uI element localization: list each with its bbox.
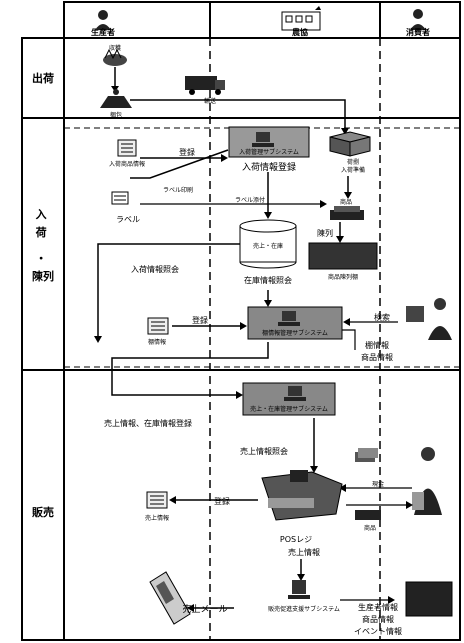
arrow-shelf-info [342,330,355,350]
header-store: 農協 [292,27,308,37]
shelf-tag-info-doc-icon [148,318,168,334]
label-arrival-check-2: 入荷準備 [341,166,365,174]
consumer-person-icon [410,9,426,30]
label-sales-inventory-register: 売上情報、在庫情報登録 [104,418,192,428]
label-sales-inventory: 売上・在庫 [253,242,283,250]
cash-icon [355,448,378,462]
header-consumer: 消費者 [406,27,430,37]
label-producer-info: 生産者情報 [358,602,398,612]
label-shelf-subsystem: 棚情報管理サブシステム [262,329,328,337]
row-label-shipping: 出荷 [32,71,54,85]
product-crates-icon [355,510,381,520]
label-sales-info-doc: 売上情報 [145,514,169,522]
label-product-info-2: 商品情報 [362,614,394,624]
label-register-1: 登録 [179,147,195,157]
label-register-3: 登録 [214,496,230,506]
label-shelf-info: 棚情報 [365,340,389,350]
label-harvest: 収穫 [109,44,121,52]
promo-computer-icon [288,580,310,599]
label-printer-icon [112,192,128,204]
label-event-info: イベント情報 [354,626,402,636]
producer-person-icon [95,10,111,30]
label-packing: 梱包 [110,111,122,119]
label-cash: 現金 [372,480,384,488]
customer-terminal-person-icon [406,298,452,340]
label-promo-subsystem: 販売促進支援サブシステム [268,605,340,613]
row-label-arrival-display: 入 荷 ・ 陳列 [32,208,54,283]
label-label: ラベル [116,215,140,224]
packing-worker-icon [100,89,132,108]
label-display: 陳列 [317,228,333,238]
label-product-display-shelf: 商品陳列棚 [328,273,358,281]
label-arrival-subsystem: 入荷管理サブシステム [239,148,299,156]
sales-info-doc-icon [147,492,167,508]
harvest-plants-icon [103,50,127,66]
store-building-icon [282,6,321,30]
info-board-screen [406,582,452,616]
label-product-info-1: 商品情報 [361,352,393,362]
shopper-person-icon [412,447,442,515]
label-transport: 輸送 [204,97,216,105]
product-display-shelf-photo [309,243,377,269]
label-product-sales: 商品 [364,524,376,532]
label-arrival-info-registration: 入荷情報登録 [242,161,296,173]
label-search: 検索 [374,312,390,322]
header-producer: 生産者 [91,27,115,37]
arrival-product-info-doc-icon [118,140,136,156]
label-sales-mail: 売上メール [182,603,227,615]
label-sales-info-query: 売上情報照会 [240,446,288,456]
label-label-print: ラベル印刷 [163,186,193,194]
pos-register-icon [262,470,342,520]
label-inventory-info-query: 在庫情報照会 [244,275,292,285]
label-pos-register: POSレジ [280,535,312,544]
label-sales-info: 売上情報 [288,547,320,557]
label-register-2: 登録 [192,315,208,325]
mobile-phone-icon [150,572,190,624]
label-arrival-info-query: 入荷情報照会 [131,264,179,274]
label-shelf-tag-info: 棚情報 [148,338,166,346]
label-product: 商品 [340,198,352,206]
label-arrival-check: 荷捌 [347,158,359,166]
product-crates-icon [330,206,364,220]
product-box-icon [330,132,370,156]
label-sales-subsystem: 売上・在庫管理サブシステム [250,405,328,413]
row-label-column [22,38,64,640]
row-label-sales: 販売 [32,505,54,519]
label-arrival-product-info: 入荷商品情報 [109,160,145,168]
label-label-attach: ラベル添付 [235,196,265,204]
delivery-truck-icon [185,76,225,95]
